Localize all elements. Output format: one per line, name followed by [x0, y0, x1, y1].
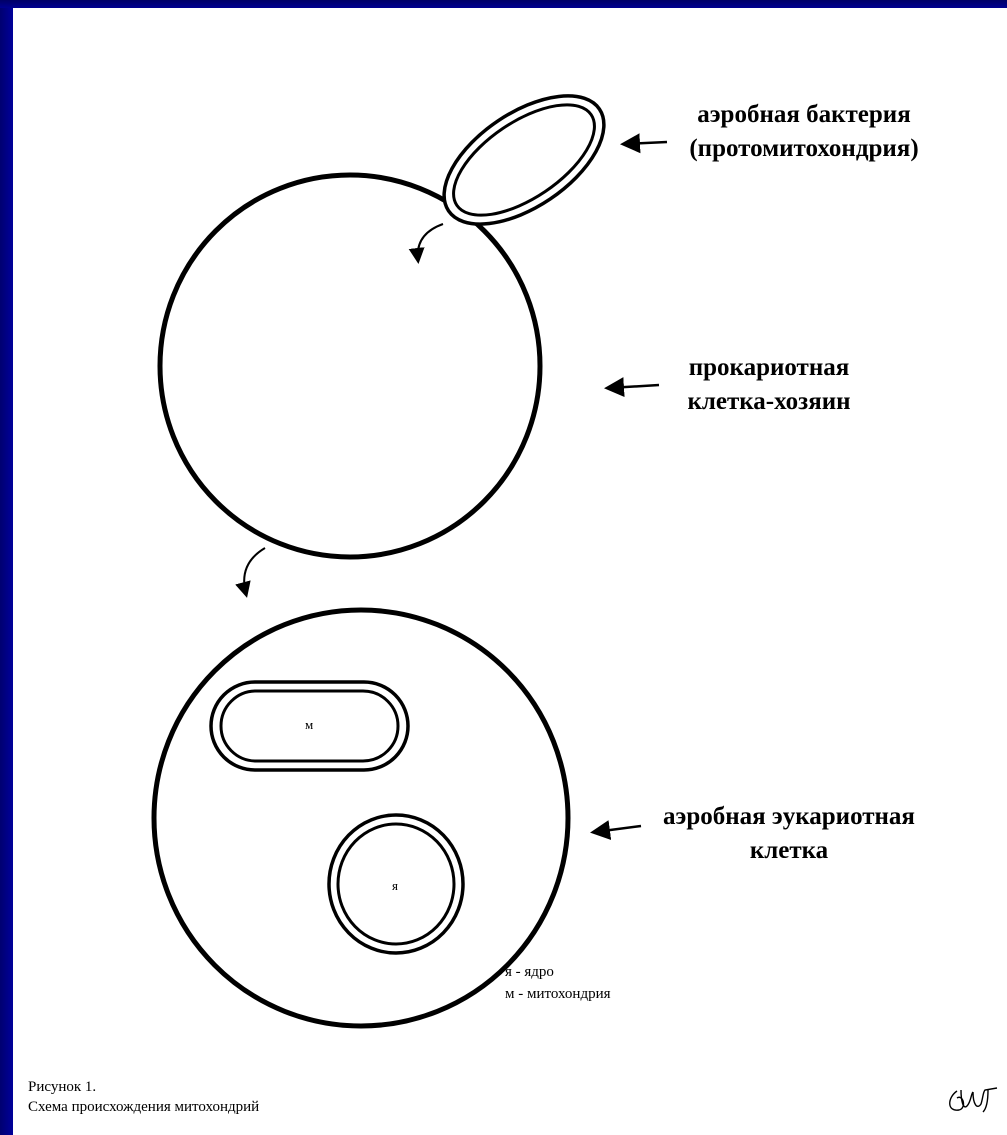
legend-nucleus: я - ядро: [505, 961, 611, 983]
nucleus-letter: я: [392, 878, 398, 894]
mitochondrion-letter: м: [305, 717, 313, 733]
legend-mitochondrion: м - митохондрия: [505, 983, 611, 1005]
left-border-bar: [0, 0, 13, 1135]
host-cell-label: прокариотная клетка-хозяин: [649, 351, 889, 419]
eukaryote-label: аэробная эукариотная клетка: [627, 800, 951, 868]
host-label-line1: прокариотная: [649, 351, 889, 385]
figure-number: Рисунок 1.: [28, 1077, 259, 1097]
eukaryote-label-line1: аэробная эукариотная: [627, 800, 951, 834]
transition-arrow: [244, 548, 265, 594]
bacterium-label-line2: (протомитохондрия): [649, 132, 959, 166]
top-border-bar: [0, 0, 1007, 8]
figure-title: Схема происхождения митохондрий: [28, 1097, 259, 1117]
bacterium-label-line1: аэробная бактерия: [649, 98, 959, 132]
slide: аэробная бактерия (протомитохондрия) про…: [13, 8, 1007, 1135]
author-signature: [950, 1088, 997, 1112]
bacterium-shape: [422, 70, 625, 250]
engulf-arrow: [418, 224, 443, 260]
host-cell-membrane: [160, 175, 540, 557]
eukaryote-label-line2: клетка: [627, 834, 951, 868]
figure-caption: Рисунок 1. Схема происхождения митохондр…: [28, 1077, 259, 1117]
host-label-line2: клетка-хозяин: [649, 385, 889, 419]
legend: я - ядро м - митохондрия: [505, 961, 611, 1005]
bacterium-label: аэробная бактерия (протомитохондрия): [649, 98, 959, 166]
